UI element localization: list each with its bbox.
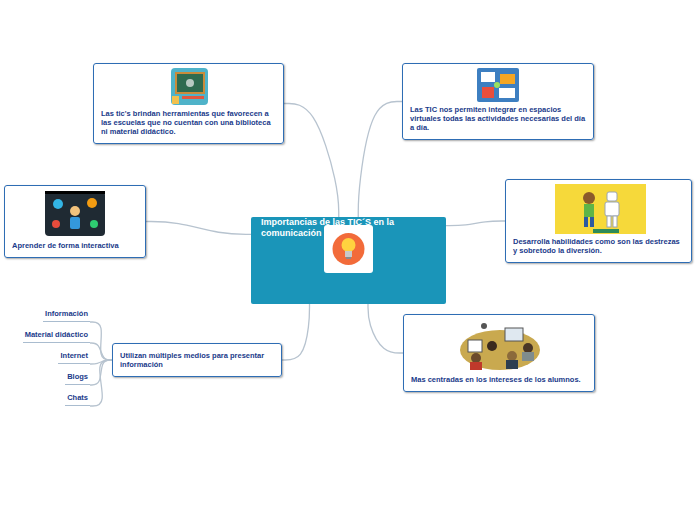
subtopic-label: Información <box>43 309 90 322</box>
subtopic-label: Material didáctico <box>23 330 90 343</box>
subtopic-text: Blogs <box>67 372 88 381</box>
topic-text: Mas centradas en los intereses de los al… <box>411 375 587 384</box>
branch-connector <box>282 304 310 360</box>
chalkboard-picture <box>171 68 208 105</box>
interactive-picture <box>45 191 105 236</box>
topic-text: Las TIC nos permiten integrar en espacio… <box>410 105 586 132</box>
branch-connector <box>90 360 112 406</box>
topic-box: Las tic's brindan herramientas que favor… <box>93 63 284 144</box>
topic-box: Las TIC nos permiten integrar en espacio… <box>402 63 594 140</box>
subtopic-text: Información <box>45 309 88 318</box>
subtopic-label: Internet <box>58 351 90 364</box>
topic-box: Desarrolla habilidades como son las dest… <box>505 179 692 263</box>
app-icons-picture <box>477 68 519 102</box>
topic-text: Utilizan múltiples medios para presentar… <box>120 351 274 369</box>
topic-box: Aprender de forma interactiva <box>4 185 146 258</box>
branch-connector <box>146 222 251 235</box>
subtopic-label: Chats <box>65 393 90 406</box>
topic-text: Desarrolla habilidades como son las dest… <box>513 237 684 255</box>
branch-connector <box>90 322 112 360</box>
branch-connector <box>446 221 505 226</box>
boy-robot-picture <box>555 184 646 234</box>
subtopic-label: Blogs <box>65 372 90 385</box>
branch-connector <box>90 343 112 360</box>
central-topic: Importancias de las TIC´S en la comunica… <box>251 217 446 304</box>
topic-text: Las tic's brindan herramientas que favor… <box>101 109 276 136</box>
subtopic-text: Internet <box>60 351 88 360</box>
branch-connector <box>358 102 402 218</box>
topic-box: Utilizan múltiples medios para presentar… <box>112 343 282 377</box>
topic-text: Importancias de las TIC´S en la comunica… <box>261 217 436 240</box>
central-topic-fill <box>251 217 446 304</box>
topic-text: Aprender de forma interactiva <box>12 241 138 250</box>
branch-connector <box>368 304 403 353</box>
branch-connector <box>284 104 339 218</box>
topic-box: Mas centradas en los intereses de los al… <box>403 314 595 392</box>
students-picture <box>460 323 540 370</box>
subtopic-text: Material didáctico <box>25 330 88 339</box>
subtopic-text: Chats <box>67 393 88 402</box>
bulb-icon <box>324 225 373 273</box>
